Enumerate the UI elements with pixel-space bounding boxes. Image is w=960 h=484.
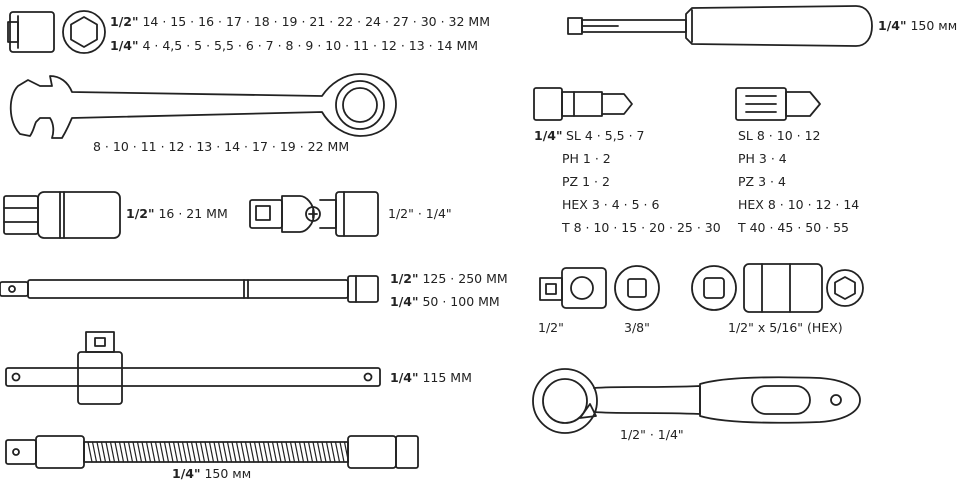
bits-right-5: T 40 · 45 · 50 · 55 <box>738 220 849 235</box>
value-list: 16 · 21 MM <box>158 206 228 221</box>
value-list: 115 MM <box>422 370 472 385</box>
bits-left-1: SL 4 · 5,5 · 7 <box>566 128 645 143</box>
adapter-half-inch-icon <box>539 267 607 309</box>
bits-left-5: T 8 · 10 · 15 · 20 · 25 · 30 <box>562 220 721 235</box>
bits-left-3: PZ 1 · 2 <box>562 174 610 189</box>
sockets-line2: 1/4" 4 · 4,5 · 5 · 5,5 · 6 · 7 · 8 · 9 ·… <box>110 38 478 54</box>
spark-plug-socket-icon <box>3 191 121 239</box>
sockets-line1: 1/2" 14 · 15 · 16 · 17 · 18 · 19 · 21 · … <box>110 14 490 30</box>
size-label: 1/4" <box>172 466 201 481</box>
spark-socket-label: 1/2" 16 · 21 MM <box>126 206 228 222</box>
size-label: 1/2" <box>390 271 419 286</box>
t-bar-icon <box>5 331 381 405</box>
bits-left-4: HEX 3 · 4 · 5 · 6 <box>562 197 660 212</box>
adapter-c-label: 1/2" x 5/16" (HEX) <box>728 320 843 335</box>
size-label: 1/4" <box>534 128 563 143</box>
bit-holder-left-icon <box>533 87 633 121</box>
bits-left-2: PH 1 · 2 <box>562 151 611 166</box>
socket-side-icon <box>7 11 55 53</box>
t-bar-label: 1/4" 115 MM <box>390 370 472 386</box>
extension-bar-icon <box>0 275 379 303</box>
universal-joint-label: 1/2" · 1/4" <box>388 206 452 221</box>
value-list: 150 мм <box>204 466 252 481</box>
bits-right-1: SL 8 · 10 · 12 <box>738 128 821 143</box>
size-label: 1/2" <box>110 14 139 29</box>
flexible-extension-icon <box>5 435 419 469</box>
adapter-hex-square-icon <box>691 265 737 311</box>
socket-top-icon <box>62 10 106 54</box>
extension-line2: 1/4" 50 · 100 MM <box>390 294 500 310</box>
size-label: 1/4" <box>110 38 139 53</box>
bit-holder-right-icon <box>735 87 821 121</box>
screwdriver-handle-icon <box>567 5 873 47</box>
hex-socket-top-icon <box>826 269 864 307</box>
bits-size-label: 1/4" <box>534 128 562 144</box>
value-list: 4 · 4,5 · 5 · 5,5 · 6 · 7 · 8 · 9 · 10 ·… <box>142 38 479 53</box>
ratchet-icon <box>532 368 861 434</box>
screwdriver-label: 1/4" 150 мм <box>878 18 957 34</box>
adapter-three-eighths-icon <box>614 265 660 311</box>
size-label: 1/2" <box>126 206 155 221</box>
adapter-b-label: 3/8" <box>624 320 650 335</box>
flex-extension-label: 1/4" 150 мм <box>172 466 251 482</box>
bits-right-4: HEX 8 · 10 · 12 · 14 <box>738 197 860 212</box>
value-list: 50 · 100 MM <box>422 294 500 309</box>
bits-right-2: PH 3 · 4 <box>738 151 787 166</box>
value-list: 150 мм <box>910 18 958 33</box>
extension-line1: 1/2" 125 · 250 MM <box>390 271 508 287</box>
size-label: 1/4" <box>390 294 419 309</box>
size-label: 1/4" <box>878 18 907 33</box>
wrench-label: 8 · 10 · 11 · 12 · 13 · 14 · 17 · 19 · 2… <box>93 139 350 154</box>
combination-wrench-icon <box>9 73 397 139</box>
adapter-a-label: 1/2" <box>538 320 564 335</box>
value-list: 14 · 15 · 16 · 17 · 18 · 19 · 21 · 22 · … <box>142 14 491 29</box>
universal-joint-icon <box>249 191 379 237</box>
size-label: 1/4" <box>390 370 419 385</box>
ratchet-label: 1/2" · 1/4" <box>620 427 684 442</box>
bits-right-3: PZ 3 · 4 <box>738 174 786 189</box>
adapter-hex-side-icon <box>743 263 823 313</box>
value-list: 125 · 250 MM <box>422 271 508 286</box>
